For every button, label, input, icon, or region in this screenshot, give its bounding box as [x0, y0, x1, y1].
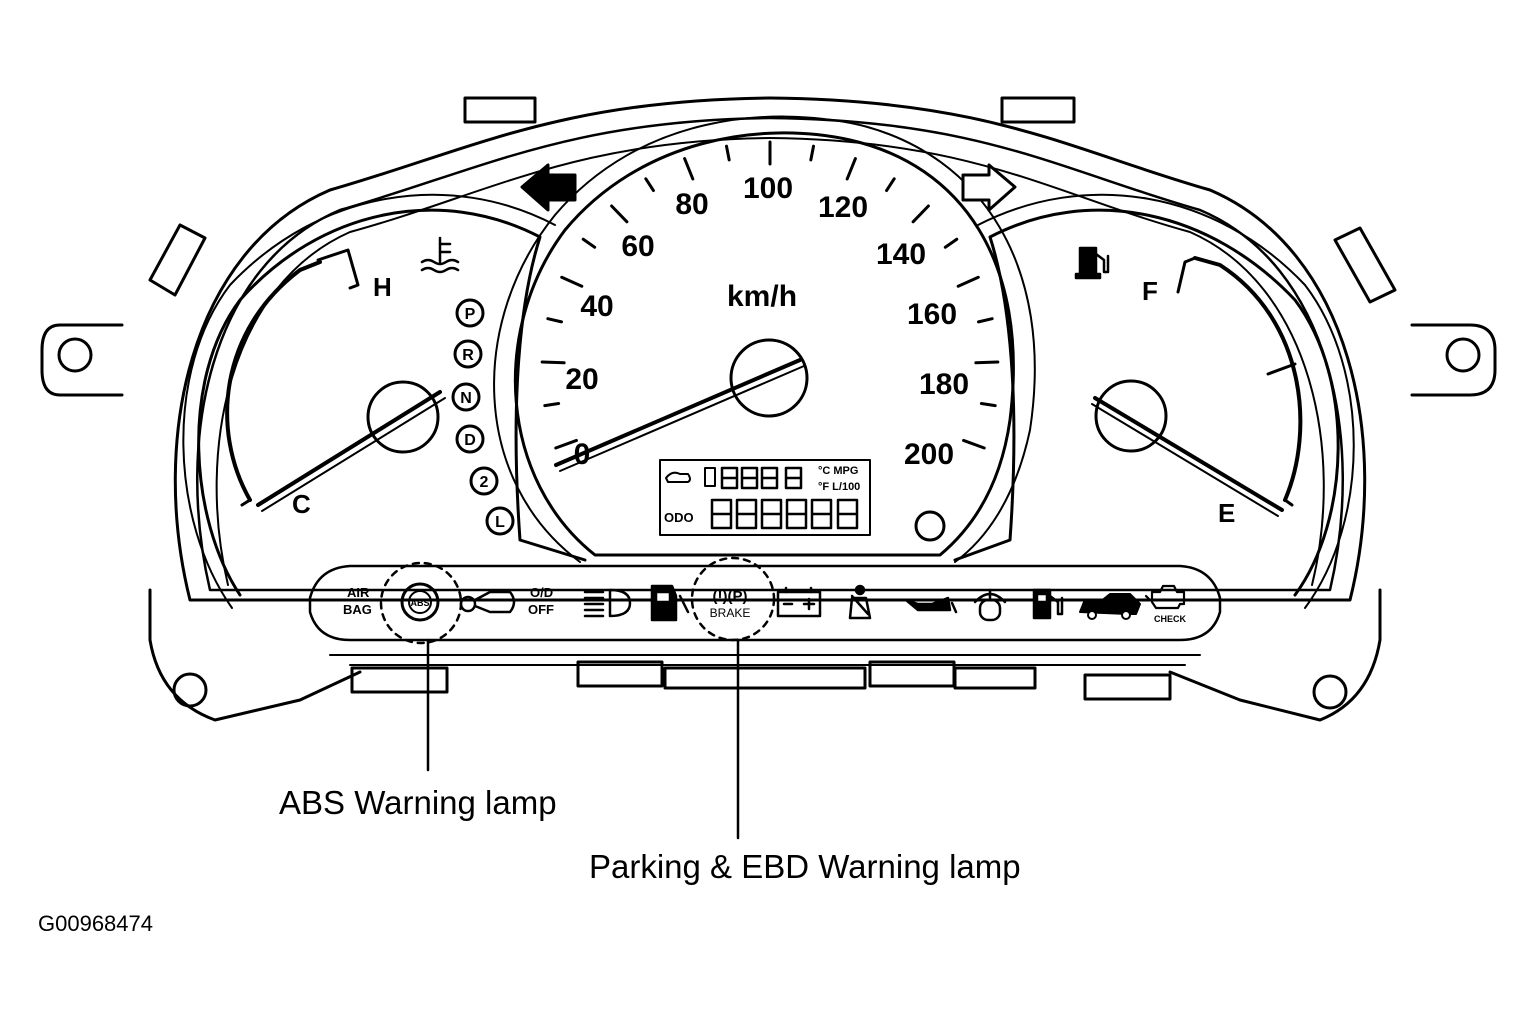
speed-tick-mark	[943, 237, 959, 249]
check-engine-icon: CHECK	[1144, 584, 1187, 624]
speed-tick-mark	[610, 204, 629, 224]
speed-tick-mark	[644, 177, 655, 193]
speed-tick-label: 20	[565, 363, 598, 396]
immobilizer-icon	[459, 590, 516, 614]
speed-tick-label: 200	[904, 438, 954, 471]
lcd-digit	[735, 498, 758, 530]
speed-tick-mark	[977, 317, 994, 324]
check-engine-label: CHECK	[1154, 614, 1187, 624]
speed-tick-label: 100	[743, 172, 793, 205]
gear-indicator-label: L	[495, 514, 505, 531]
speed-unit-label: km/h	[727, 280, 797, 313]
lcd-digit	[740, 466, 759, 490]
lcd-unit-text-2: °F L/100	[818, 481, 860, 493]
low-fuel-icon	[1032, 588, 1064, 620]
fuel-empty-label: E	[1218, 498, 1235, 528]
battery-charge-icon	[776, 586, 822, 618]
fuel-gauge	[953, 193, 1355, 609]
speed-tick-mark	[581, 237, 597, 249]
brake-label: BRAKE	[710, 606, 751, 620]
speed-tick-mark	[885, 177, 896, 193]
lcd-digit	[810, 498, 833, 530]
warning-lamp-strip: AIR BAG ABS O/D OFF (!)(P)	[308, 556, 1222, 645]
temperature-cold-label: C	[292, 489, 311, 519]
figure-id: G00968474	[38, 911, 153, 936]
gear-indicator-label: N	[460, 390, 472, 407]
gear-indicator-circle	[453, 339, 483, 369]
abs-lamp-icon: ABS	[400, 582, 440, 622]
speedometer-ticks	[540, 140, 1000, 450]
airbag-label-2: BAG	[343, 602, 372, 617]
brake-symbol-text: (!)(P)	[713, 588, 748, 605]
speed-tick-label: 160	[907, 298, 957, 331]
speed-tick-label: 120	[818, 191, 868, 224]
fuel-full-label: F	[1142, 276, 1158, 306]
fuel-pump-icon	[1074, 246, 1110, 280]
brake-warning-icon: (!)(P) BRAKE	[710, 588, 751, 620]
gear-indicator-circle	[451, 382, 481, 412]
od-off-label-2: OFF	[528, 602, 554, 617]
speed-tick-mark	[554, 438, 578, 450]
lcd-digit	[836, 498, 859, 530]
coolant-temperature-icon	[420, 236, 460, 274]
lcd-digit	[710, 498, 733, 530]
trunk-lid-icon	[973, 588, 1007, 622]
speed-tick-mark	[540, 360, 566, 365]
vehicle-door-open-icon	[1079, 593, 1141, 620]
lcd-digit	[760, 498, 783, 530]
speed-tick-mark	[543, 401, 561, 408]
speed-tick-mark	[956, 275, 980, 288]
gear-indicator-label: D	[464, 432, 476, 449]
speed-tick-mark	[809, 144, 816, 162]
speed-tick-mark	[979, 401, 997, 408]
gear-indicator: P R N D 2L	[451, 298, 515, 536]
airbag-label-1: AIR	[347, 585, 370, 600]
gear-indicator-label: R	[462, 347, 474, 364]
door-ajar-icon	[650, 584, 690, 622]
gear-indicator-label: 2	[480, 474, 489, 491]
speed-tick-mark	[962, 438, 986, 450]
oil-pressure-icon	[904, 596, 958, 614]
abs-lamp-text: ABS	[410, 598, 429, 608]
abs-warning-lamp-callout: ABS Warning lamp	[279, 784, 557, 821]
brake-highlight-circle	[690, 556, 776, 642]
lcd-display: °C MPG °F L/100 ODO	[659, 459, 871, 536]
lcd-digit	[760, 466, 779, 490]
speed-tick-mark	[724, 144, 731, 162]
speed-tick-mark	[911, 204, 930, 224]
seatbelt-icon	[848, 584, 872, 620]
speed-tick-label: 140	[876, 238, 926, 271]
headlight-high-beam-icon	[583, 588, 632, 618]
speed-tick-mark	[974, 360, 1000, 365]
gear-indicator-circle	[455, 424, 485, 454]
gear-indicator-circle	[485, 506, 515, 536]
speed-tick-mark	[683, 157, 695, 181]
lcd-digit	[784, 466, 803, 490]
speed-tick-label: 40	[580, 290, 613, 323]
temperature-hot-label: H	[373, 272, 392, 302]
gear-indicator-circle	[469, 466, 499, 496]
temperature-gauge	[182, 193, 587, 609]
speed-tick-label: 180	[919, 368, 969, 401]
speed-tick-label: 60	[621, 230, 654, 263]
gear-indicator-circle	[455, 298, 485, 328]
lcd-digit	[785, 498, 808, 530]
lcd-unit-text-1: °C MPG	[818, 465, 858, 477]
gear-indicator-label: P	[465, 306, 476, 323]
lcd-digit	[720, 466, 739, 490]
left-turn-signal-icon	[520, 163, 577, 212]
right-turn-signal-icon	[961, 163, 1017, 212]
speed-tick-mark	[845, 157, 857, 181]
lcd-odo-label: ODO	[664, 510, 694, 525]
speed-tick-mark	[560, 275, 584, 288]
parking-ebd-warning-lamp-callout: Parking & EBD Warning lamp	[589, 848, 1021, 885]
od-off-label-1: O/D	[530, 585, 553, 600]
speed-tick-mark	[546, 317, 563, 324]
speed-tick-label: 80	[675, 188, 708, 221]
